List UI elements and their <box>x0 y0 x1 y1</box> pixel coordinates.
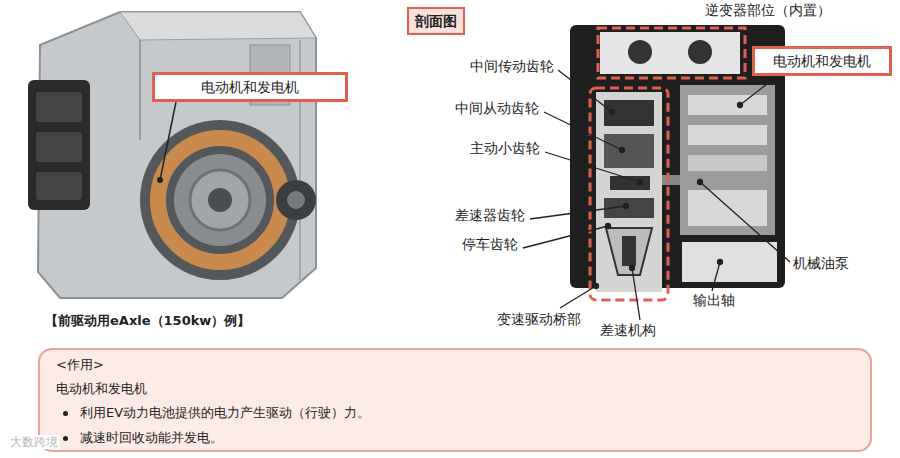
bullet-dot <box>63 411 68 416</box>
part-label: 差速器齿轮 <box>455 207 525 224</box>
note-subheading: 电动机和发电机 <box>56 381 147 397</box>
figure-caption: 【前驱动用eAxle（150kw）例】 <box>45 313 250 329</box>
part-label: 停车齿轮 <box>462 236 518 253</box>
part-label: 主动小齿轮 <box>470 140 540 157</box>
part-label: 中间从动齿轮 <box>455 100 539 117</box>
part-label: 变速驱动桥部 <box>497 311 581 328</box>
box-text: 电动机和发电机 <box>773 53 871 70</box>
part-label: 差速机构 <box>600 322 656 339</box>
note-bullet: 利用EV动力电池提供的电力产生驱动（行驶）力。 <box>80 405 370 421</box>
box-text: 电动机和发电机 <box>201 79 299 96</box>
section-tab: 剖面图 <box>407 7 465 35</box>
box-text: 剖面图 <box>415 13 457 30</box>
note-panel: <作用> 电动机和发电机利用EV动力电池提供的电力产生驱动（行驶）力。减速时回收动… <box>38 348 872 452</box>
watermark: 大数跨境 <box>8 435 60 449</box>
part-label: 逆变器部位（内置） <box>705 2 831 19</box>
label-box: 电动机和发电机 <box>752 46 892 76</box>
bullet-dot <box>63 436 68 441</box>
label-box: 电动机和发电机 <box>152 72 348 102</box>
part-label: 机械油泵 <box>793 255 849 272</box>
part-label: 输出轴 <box>693 292 735 309</box>
note-heading: <作用> <box>56 357 104 373</box>
note-bullet: 减速时回收动能并发电。 <box>80 430 223 446</box>
part-label: 中间传动齿轮 <box>470 58 554 75</box>
